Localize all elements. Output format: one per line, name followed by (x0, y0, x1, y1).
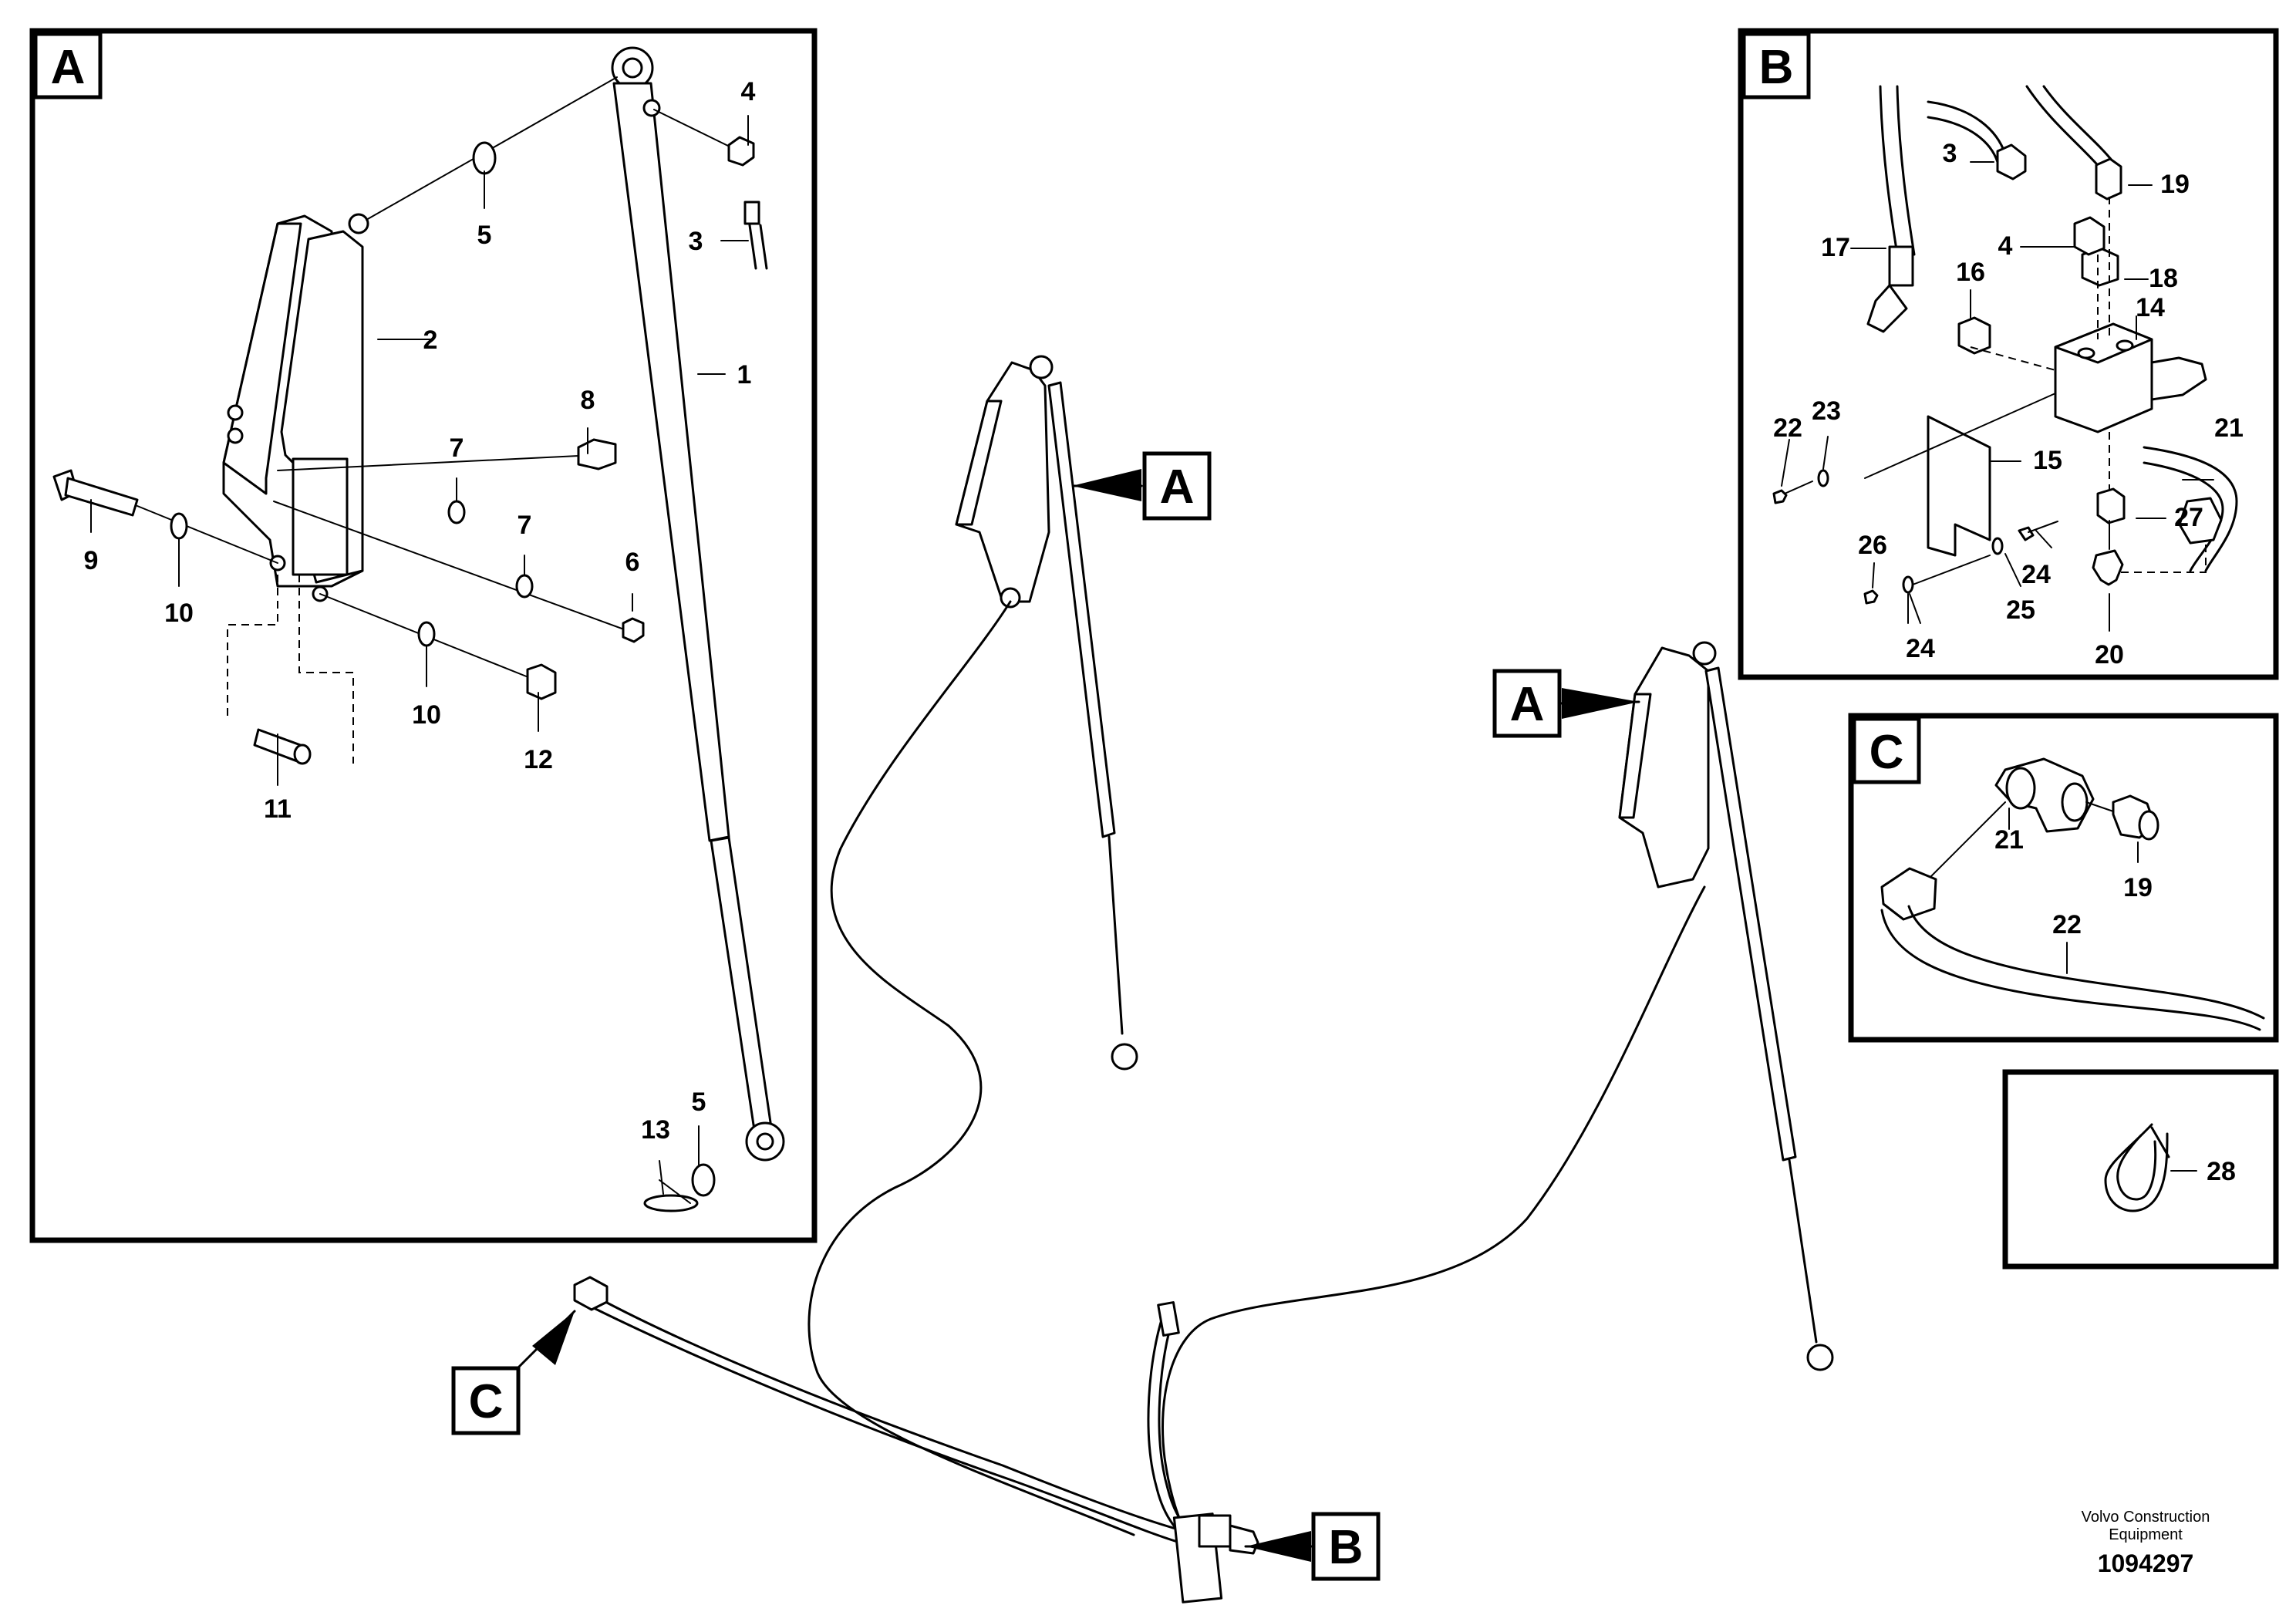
svg-text:A: A (51, 41, 86, 94)
brand-line-2: Equipment (2109, 1526, 2183, 1543)
item-number: 12 (524, 745, 553, 774)
item-number: 6 (625, 548, 640, 577)
detail-panel-c: C 19 21 22 (1848, 713, 2279, 1043)
item-number: 19 (2123, 873, 2153, 902)
callout-a-right[interactable]: A (1492, 669, 1640, 738)
svg-text:B: B (1329, 1521, 1364, 1574)
item-number: 4 (741, 77, 756, 106)
item-number: 24 (1906, 634, 1935, 663)
item-number: 21 (1994, 825, 2024, 855)
title-block: Volvo Construction Equipment 1094297 (2082, 1509, 2210, 1577)
detail-panel-b: B (1738, 28, 2279, 680)
svg-text:C: C (469, 1375, 504, 1428)
item-number: 5 (477, 221, 492, 250)
item-number: 2 (423, 325, 438, 355)
panel-c-frame (1848, 713, 2279, 1043)
item-number: 23 (1812, 396, 1841, 426)
item-number: 17 (1821, 233, 1850, 262)
bolt-9 (52, 469, 139, 517)
item-number: 21 (2214, 413, 2244, 443)
svg-text:A: A (1510, 678, 1545, 731)
item-number: 20 (2095, 640, 2124, 669)
item-number: 9 (84, 546, 99, 575)
item-number: 24 (2021, 560, 2051, 589)
center-assembly: A A C B (451, 355, 1834, 1603)
svg-text:B: B (1759, 41, 1794, 94)
item-number: 16 (1956, 258, 1985, 287)
callout-b[interactable]: B (1244, 1512, 1381, 1581)
panel-a-frame (29, 28, 818, 1243)
item-number: 1 (737, 360, 752, 389)
panel-c-label[interactable]: C (1852, 717, 1921, 784)
panel-b-label[interactable]: B (1741, 32, 1811, 99)
item-number: 27 (2174, 503, 2203, 532)
brand-line-1: Volvo Construction (2082, 1509, 2210, 1526)
drawing-number: 1094297 (2098, 1549, 2194, 1577)
detail-panel-tie: 28 (2002, 1069, 2279, 1270)
item-number: 10 (164, 599, 194, 628)
panel-b-frame (1738, 28, 2279, 680)
item-number: 3 (1943, 139, 1957, 168)
mounting-bracket (222, 213, 369, 602)
item-number: 28 (2207, 1157, 2236, 1186)
cable-tie (2104, 1123, 2170, 1212)
item-number: 10 (412, 700, 441, 730)
item-number: 8 (581, 386, 595, 415)
callout-c[interactable]: C (451, 1310, 576, 1435)
detail-panel-a: A (29, 28, 818, 1243)
svg-text:C: C (1870, 726, 1904, 779)
svg-text:A: A (1160, 460, 1195, 514)
item-number: 13 (641, 1115, 670, 1145)
item-number: 25 (2006, 595, 2035, 625)
item-number: 15 (2033, 446, 2062, 475)
item-number: 14 (2136, 293, 2165, 322)
gas-strut (611, 46, 785, 1162)
item-number: 22 (1773, 413, 1802, 443)
item-number: 22 (2052, 910, 2082, 939)
item-number: 7 (450, 433, 464, 463)
panel-tie-frame (2002, 1069, 2279, 1270)
item-number: 11 (264, 794, 292, 824)
item-number: 18 (2149, 264, 2178, 293)
item-number: 5 (692, 1088, 706, 1117)
callout-a-center[interactable]: A (1072, 451, 1212, 521)
panel-a-label[interactable]: A (33, 32, 103, 99)
item-number: 26 (1858, 531, 1887, 560)
item-number: 3 (689, 227, 703, 256)
item-number: 7 (518, 511, 532, 540)
item-number: 19 (2160, 170, 2190, 199)
item-number: 4 (1998, 231, 2013, 261)
